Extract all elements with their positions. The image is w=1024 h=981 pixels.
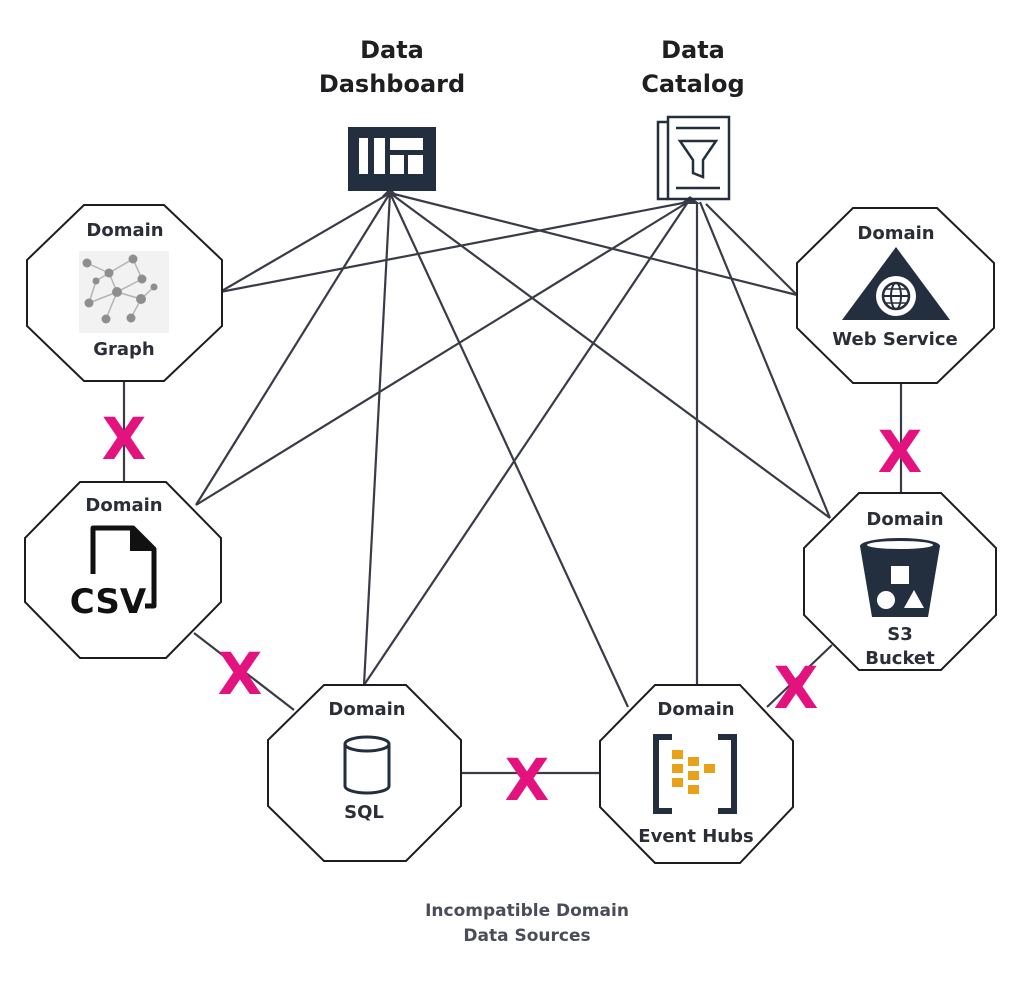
connections <box>122 188 903 775</box>
link-csv-sql <box>193 632 295 711</box>
link-csv-catalog <box>195 201 689 506</box>
csv-file-icon: CSV <box>70 525 157 622</box>
link-sql-catalog <box>363 201 689 686</box>
link-s3-catalog <box>698 201 832 519</box>
csv-octagon <box>24 481 222 659</box>
graph-domain-label: Graph <box>93 339 155 360</box>
domain-sql: Domain SQL <box>267 684 462 862</box>
sql-octagon <box>267 684 462 862</box>
incompatible-marks: X X X X X <box>102 405 923 814</box>
link-graph-catalog <box>219 200 689 294</box>
data-dashboard: Data Dashboard <box>319 36 465 191</box>
s3-domain-header: Domain <box>866 509 943 530</box>
dashboard-title-line2: Dashboard <box>319 70 465 98</box>
event-hubs-domain-header: Domain <box>657 699 734 720</box>
link-sql-dashboard <box>362 192 392 686</box>
web-service-domain-label: Web Service <box>832 329 957 350</box>
domain-event-hubs: Domain Event Hubs <box>599 684 794 864</box>
domain-web-service: Domain Web Service <box>796 207 995 384</box>
csv-icon-text: CSV <box>70 582 147 622</box>
event-hubs-domain-label: Event Hubs <box>638 826 753 847</box>
link-s3-dashboard <box>389 192 831 519</box>
catalog-title-line2: Catalog <box>641 70 744 98</box>
caption-line1: Incompatible Domain <box>425 901 629 921</box>
graph-network-icon <box>79 251 169 333</box>
x-mark-sql-eventhubs: X <box>505 746 550 814</box>
caption-line2: Data Sources <box>463 926 590 946</box>
graph-domain-header: Domain <box>86 220 163 241</box>
x-mark-graph-csv: X <box>102 405 147 473</box>
x-mark-webservice-s3: X <box>878 418 923 486</box>
catalog-title-line1: Data <box>661 36 725 64</box>
web-service-icon <box>842 247 950 320</box>
domain-graph: Domain <box>26 204 223 382</box>
dashboard-arrowhead <box>382 188 398 196</box>
catalog-funnel-icon <box>656 115 731 201</box>
x-mark-csv-sql: X <box>218 640 263 708</box>
s3-domain-label-line2: Bucket <box>865 648 935 669</box>
link-eventhubs-dashboard <box>389 192 629 708</box>
link-webservice-dashboard <box>389 191 798 297</box>
sql-domain-header: Domain <box>328 699 405 720</box>
s3-bucket-icon <box>860 538 940 617</box>
event-hubs-icon <box>653 734 737 814</box>
data-catalog: Data Catalog <box>641 36 745 201</box>
link-eventhubs-s3 <box>766 644 833 708</box>
sql-domain-label: SQL <box>344 802 384 823</box>
domain-csv: Domain CSV <box>24 481 222 659</box>
dashboard-title-line1: Data <box>360 36 424 64</box>
database-icon <box>343 735 391 795</box>
link-csv-dashboard <box>195 192 391 506</box>
csv-domain-header: Domain <box>85 495 162 516</box>
s3-domain-label-line1: S3 <box>887 624 913 645</box>
dashboard-icon <box>348 127 436 191</box>
domain-s3-bucket: Domain S3 Bucket <box>803 492 997 671</box>
link-graph-dashboard <box>219 192 391 293</box>
web-service-domain-header: Domain <box>857 223 934 244</box>
x-mark-eventhubs-s3: X <box>774 654 819 722</box>
link-webservice-catalog <box>705 203 798 296</box>
